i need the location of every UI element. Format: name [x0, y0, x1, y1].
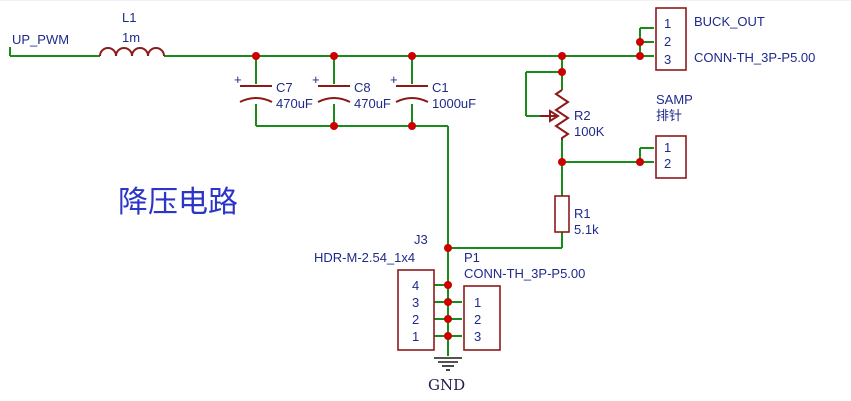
- connector-p1[interactable]: 1 2 3 P1 CONN-TH_3P-P5.00: [463, 250, 585, 351]
- inductor-coil-icon: [99, 47, 165, 57]
- j3-pin-3: 3: [412, 295, 419, 310]
- capacitor-c7[interactable]: + C7 470uF: [234, 72, 313, 111]
- c1-ref: C1: [432, 80, 449, 95]
- connector-buck-out[interactable]: 1 2 3 BUCK_OUT CONN-TH_3P-P5.00: [655, 7, 815, 71]
- j3-ref: J3: [414, 232, 428, 247]
- header-body-icon: [397, 269, 435, 351]
- ground-icon: [434, 357, 462, 371]
- buck-out-name: BUCK_OUT: [694, 14, 765, 29]
- junctions: [252, 38, 644, 340]
- resistor-body-icon: [554, 195, 570, 233]
- c1-value: 1000uF: [432, 96, 476, 111]
- gnd-label: GND: [428, 376, 465, 394]
- connector-body-icon: [463, 285, 501, 351]
- wiper-arrow-icon: [549, 109, 560, 123]
- resistor-r1[interactable]: R1 5.1k: [554, 195, 599, 237]
- connector-body-icon: [655, 7, 687, 71]
- connector-body-icon: [655, 135, 687, 179]
- r2-value: 100K: [574, 124, 605, 139]
- c7-polarity: +: [234, 72, 242, 87]
- buck-out-pin-3: 3: [664, 52, 671, 67]
- j3-pin-4: 4: [412, 278, 419, 293]
- net-label-up-pwm: UP_PWM: [12, 32, 69, 47]
- polarized-cap-icon: [317, 97, 351, 103]
- buck-out-pin-2: 2: [664, 34, 671, 49]
- r1-value: 5.1k: [574, 222, 599, 237]
- c8-polarity: +: [312, 72, 320, 87]
- l1-ref: L1: [122, 10, 136, 25]
- capacitor-c1[interactable]: + C1 1000uF: [390, 72, 476, 111]
- polarized-cap-icon: [239, 97, 273, 103]
- buck-out-pin-1: 1: [664, 16, 671, 31]
- c8-ref: C8: [354, 80, 371, 95]
- p1-pin-2: 2: [474, 312, 481, 327]
- inductor-l1[interactable]: L1 1m: [99, 10, 165, 57]
- header-j3[interactable]: 4 3 2 1 J3 HDR-M-2.54_1x4: [314, 232, 435, 351]
- schematic-title: 降压电路: [118, 185, 238, 220]
- p1-pin-1: 1: [474, 295, 481, 310]
- samp-pin-1: 1: [664, 140, 671, 155]
- c7-value: 470uF: [276, 96, 313, 111]
- resistor-zigzag-icon: [554, 89, 570, 140]
- r2-ref: R2: [574, 108, 591, 123]
- potentiometer-r2[interactable]: R2 100K: [540, 89, 605, 140]
- samp-name: SAMP: [656, 92, 693, 107]
- j3-pin-1: 1: [412, 329, 419, 344]
- l1-value: 1m: [122, 30, 140, 45]
- capacitor-c8[interactable]: + C8 470uF: [312, 72, 391, 111]
- j3-pin-2: 2: [412, 312, 419, 327]
- wires: [9, 27, 654, 356]
- p1-ref: P1: [464, 250, 480, 265]
- p1-footprint: CONN-TH_3P-P5.00: [464, 266, 585, 281]
- connector-samp[interactable]: 1 2 SAMP 排针: [655, 92, 693, 179]
- r1-ref: R1: [574, 206, 591, 221]
- samp-subtitle: 排针: [656, 108, 682, 123]
- polarized-cap-icon: [395, 97, 429, 103]
- samp-pin-2: 2: [664, 156, 671, 171]
- buck-out-footprint: CONN-TH_3P-P5.00: [694, 50, 815, 65]
- p1-pin-3: 3: [474, 329, 481, 344]
- c7-ref: C7: [276, 80, 293, 95]
- c8-value: 470uF: [354, 96, 391, 111]
- c1-polarity: +: [390, 72, 398, 87]
- ground-symbol: GND: [428, 357, 465, 394]
- j3-footprint: HDR-M-2.54_1x4: [314, 250, 415, 265]
